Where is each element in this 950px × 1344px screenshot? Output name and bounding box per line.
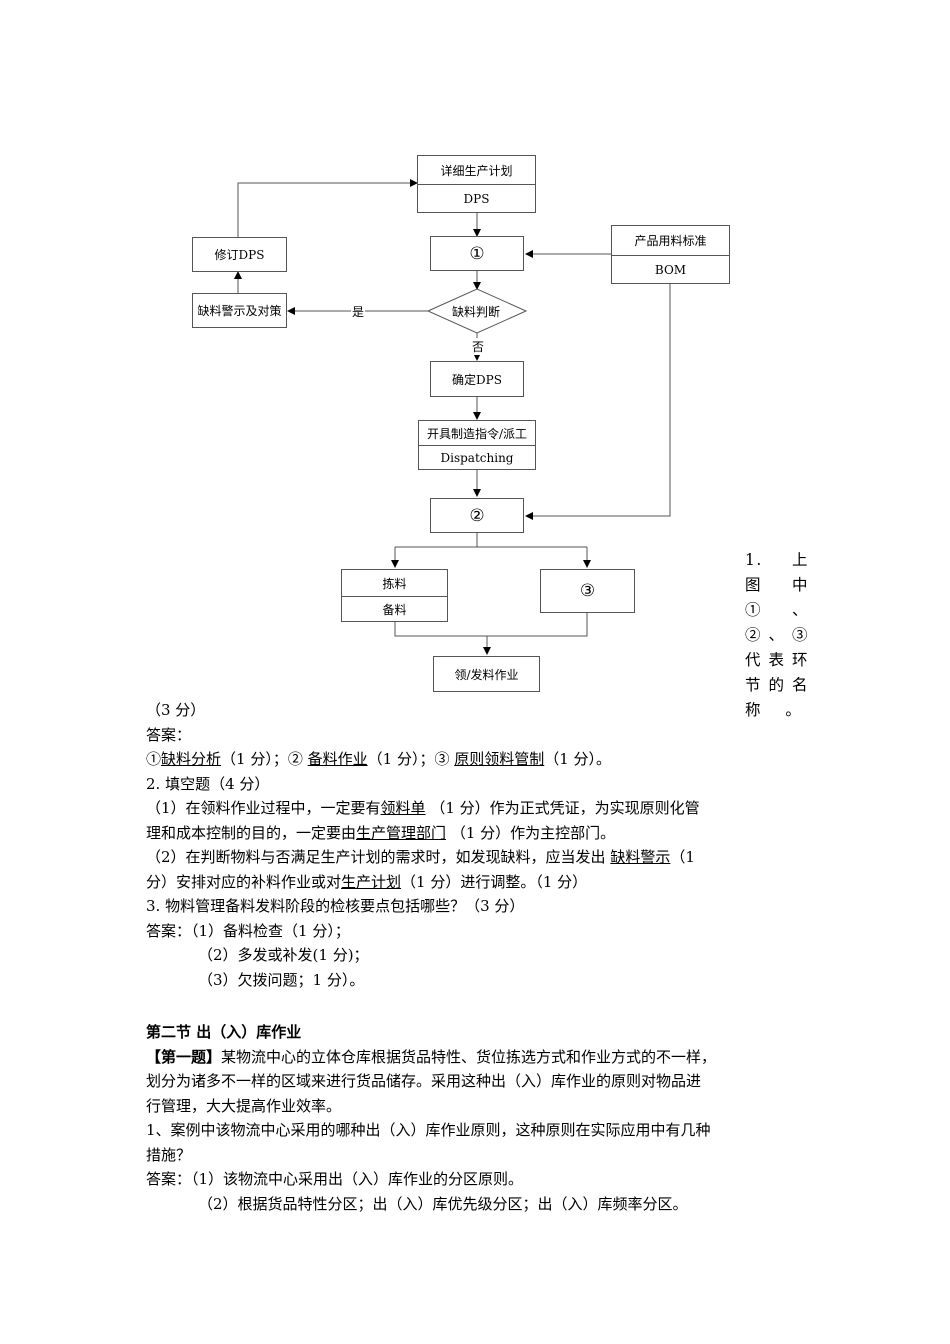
side-question: 1. 上 图 中 ①、②、③ 代 表 环 节 的 名 称 。	[745, 551, 809, 719]
confirm-dps-label: 确定DPS	[452, 372, 502, 387]
q1-answer-label: 答案：	[146, 725, 192, 744]
section-ans2: （2）根据货品特性分区；出（入）库优先级分区；出（入）库频率分区。	[198, 1194, 688, 1213]
dps-top-label: 详细生产计划	[418, 156, 535, 185]
dps-bottom-label: DPS	[463, 192, 490, 206]
node2-box: ②	[430, 498, 524, 533]
no-label: 否	[472, 338, 485, 355]
q3-title: 3. 物料管理备料发料阶段的检核要点包括哪些？（3 分）	[146, 897, 525, 915]
q2-title: 2. 填空题（4 分）	[146, 774, 270, 793]
q2-line-1: （1）在领料作业过程中，一定要有领料单 （1 分）作为正式凭证，为实现原则化管	[146, 799, 700, 817]
flowchart-lines	[234, 179, 671, 655]
dispatch-bottom-label: Dispatching	[440, 451, 514, 465]
node1-box: ①	[430, 236, 524, 271]
node2-label: ②	[469, 505, 485, 526]
merge-node3	[487, 613, 588, 637]
bom-bottom-label: BOM	[654, 263, 687, 277]
answer-block: （3 分） 答案： ①缺料分析（1 分）；② 备料作业（1 分）；③ 原则领料管…	[146, 698, 816, 992]
node3-label: ③	[579, 581, 596, 601]
bom-top-label: 产品用料标准	[612, 226, 729, 256]
section-p2: 划分为诸多不一样的区域来进行货品储存。采用这种出（入）库作业的原则对物品进	[146, 1072, 702, 1090]
warning-label: 缺料警示及对策	[197, 304, 282, 318]
revise-dps-label: 修订DPS	[214, 248, 265, 262]
warning-box: 缺料警示及对策	[192, 293, 287, 328]
section-block: 第二节 出（入）库作业 【第一题】某物流中心的立体仓库根据货品特性、货位拣选方式…	[146, 1020, 816, 1216]
arrow-revise-to-dps	[237, 179, 418, 237]
q3-answer-1: 答案：（1）备料检查（1 分）；	[146, 921, 350, 940]
confirm-dps-box: 确定DPS	[430, 361, 524, 397]
section-title: 第二节 出（入）库作业	[146, 1023, 302, 1041]
section-p1: 【第一题】某物流中心的立体仓库根据货品特性、货位拣选方式和作业方式的不一样，	[146, 1047, 717, 1066]
q1-answer-line: ①缺料分析（1 分）；② 备料作业（1 分）；③ 原则领料管制（1 分）。	[146, 750, 612, 768]
node3-box: ③	[540, 569, 635, 613]
judge-label: 缺料判断	[452, 305, 501, 319]
judge-diamond	[426, 288, 528, 334]
answer-blank-2: 备料作业	[307, 750, 368, 768]
pick-top-label: 拣料	[342, 570, 447, 597]
section-q1b: 措施？	[146, 1145, 192, 1164]
q1-score: （3 分）	[146, 701, 206, 719]
pick-box: 拣料 备料	[341, 569, 448, 622]
revise-dps-box: 修订DPS	[192, 237, 287, 272]
yes-label: 是	[351, 303, 366, 320]
issue-box: 领/发料作业	[433, 656, 540, 692]
dispatch-box: 开具制造指令/派工 Dispatching	[418, 420, 536, 470]
answer-blank-3: 原则领料管制	[454, 750, 545, 768]
arrow-bom-to-node2	[525, 284, 671, 520]
issue-label: 领/发料作业	[454, 667, 519, 682]
section-q1a: 1、案例中该物流中心采用的哪种出（入）库作业原则，这种原则在实际应用中有几种	[146, 1121, 711, 1139]
node1-label: ①	[469, 243, 485, 264]
dispatch-top-label: 开具制造指令/派工	[419, 421, 535, 446]
section-ans1: 答案：（1）该物流中心采用出（入）库作业的分区原则。	[146, 1170, 524, 1188]
answer-blank-1: 缺料分析	[161, 750, 222, 768]
bom-box: 产品用料标准 BOM	[611, 225, 730, 284]
q3-answer-2: （2）多发或补发(1 分)；	[198, 946, 369, 964]
q3-answer-3: （3）欠拨问题；1 分）。	[198, 970, 365, 989]
merge-pick	[394, 622, 487, 637]
section-p3: 行管理，大大提高作业效率。	[146, 1096, 342, 1115]
q2-line-4: 分）安排对应的补料作业或对生产计划（1 分）进行调整。（1 分）	[146, 872, 588, 891]
q2-line-2: 理和成本控制的目的，一定要由生产管理部门 （1 分）作为主控部门。	[146, 823, 616, 842]
q2-line-3: （2）在判断物料与否满足生产计划的需求时，如发现缺料，应当发出 缺料警示（1	[146, 848, 695, 866]
pick-bottom-label: 备料	[382, 603, 407, 617]
dps-box: 详细生产计划 DPS	[417, 155, 536, 213]
